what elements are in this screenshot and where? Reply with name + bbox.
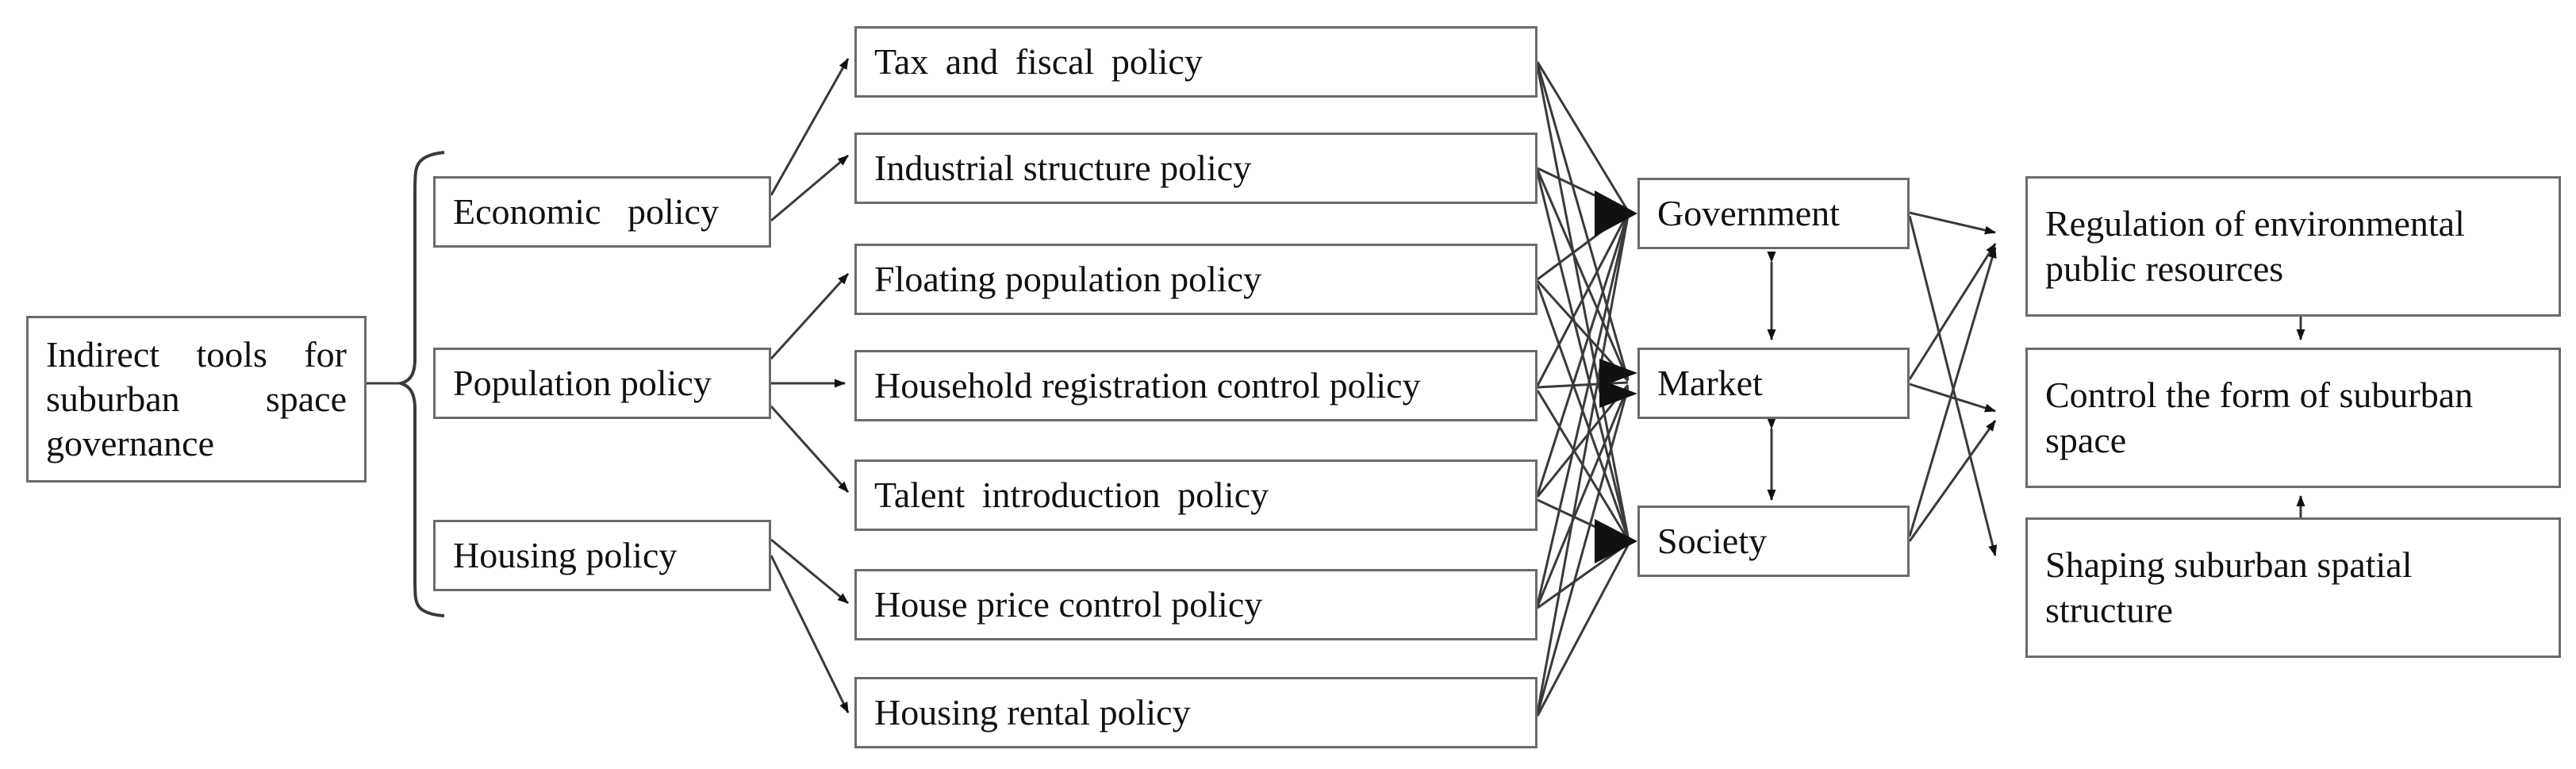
root-node[interactable]: Indirect tools for suburban space govern…: [26, 316, 367, 483]
actor-society[interactable]: Society: [1637, 506, 1910, 577]
category-label: Housing policy: [453, 534, 678, 575]
policy-industrial-structure[interactable]: Industrial structure policy: [854, 133, 1538, 204]
category-label: Population policy: [453, 362, 712, 403]
category-label: Economic policy: [453, 190, 719, 232]
category-population-policy[interactable]: Population policy: [433, 348, 771, 419]
category-economic-policy[interactable]: Economic policy: [433, 176, 771, 248]
policy-household-registration-control[interactable]: Household registration control policy: [854, 350, 1538, 421]
policy-label: House price control policy: [874, 583, 1263, 625]
policy-housing-rental[interactable]: Housing rental policy: [854, 677, 1538, 748]
policy-label: Housing rental policy: [874, 691, 1191, 732]
actor-market[interactable]: Market: [1637, 348, 1910, 419]
policy-talent-introduction[interactable]: Talent introduction policy: [854, 459, 1538, 531]
policy-label: Household registration control policy: [874, 364, 1421, 406]
policy-floating-population[interactable]: Floating population policy: [854, 244, 1538, 315]
policy-tax-and-fiscal[interactable]: Tax and fiscal policy: [854, 26, 1538, 98]
policy-label: Talent introduction policy: [874, 474, 1269, 515]
root-node-label: Indirect tools for suburban space govern…: [46, 333, 347, 464]
policy-label: Industrial structure policy: [874, 147, 1252, 188]
policy-label: Floating population policy: [874, 258, 1262, 299]
actor-label: Market: [1657, 362, 1763, 403]
policy-house-price-control[interactable]: House price control policy: [854, 569, 1538, 640]
actor-government[interactable]: Government: [1637, 178, 1910, 249]
actor-label: Government: [1657, 192, 1840, 233]
policy-label: Tax and fiscal policy: [874, 40, 1203, 82]
actor-label: Society: [1657, 520, 1767, 561]
category-housing-policy[interactable]: Housing policy: [433, 520, 771, 591]
